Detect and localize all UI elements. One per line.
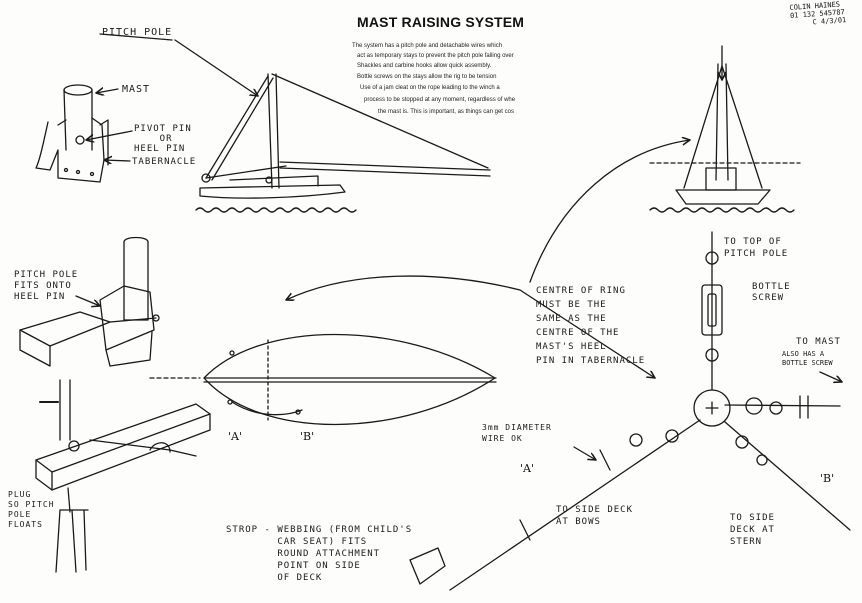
label-tabernacle: TABERNACLE [132, 157, 197, 167]
description-line: Use of a jam cleat on the rope leading t… [360, 85, 500, 91]
description-line: act as temporary stays to prevent the pi… [357, 53, 514, 59]
stay-ring-sketch [409, 231, 851, 591]
label-bottle-screw: BOTTLE SCREW [752, 282, 791, 303]
label-a-hull: 'A' [228, 430, 242, 443]
description-line: Bottle screws on the stays allow the rig… [357, 74, 497, 80]
deck-fitting-sketch [35, 379, 211, 573]
hull-plan-sketch [203, 333, 497, 426]
description-line: Shackles and carbine hooks allow quick a… [357, 63, 492, 69]
tabernacle-sketch [35, 84, 109, 183]
label-centre-of-ring: CENTRE OF RING MUST BE THE SAME AS THE C… [536, 286, 646, 366]
signature-mark: C [812, 18, 818, 27]
description-line: process to be stopped at any moment, reg… [364, 97, 516, 103]
label-also-bottle-screw: ALSO HAS A BOTTLE SCREW [782, 350, 833, 367]
label-a-wire: 'A' [520, 462, 534, 475]
label-pitch-pole-fits: PITCH POLE FITS ONTO HEEL PIN [14, 270, 79, 302]
heel-pin-sketch [19, 236, 160, 367]
description-line: the mast is. This is important, as thing… [378, 109, 514, 115]
label-b-hull: 'B' [300, 430, 315, 443]
signature: COLIN HAINES 01 132 545787 C 4/3/01 [789, 0, 846, 28]
label-mast: MAST [122, 84, 151, 95]
label-to-side-stern: TO SIDE DECK AT STERN [730, 513, 775, 547]
label-to-top-pitch-pole: TO TOP OF PITCH POLE [724, 237, 789, 259]
label-to-side-bows: TO SIDE DECK AT BOWS [556, 505, 634, 527]
label-strop: STROP - WEBBING (FROM CHILD'S CAR SEAT) … [226, 525, 413, 583]
diagram-title: MAST RAISING SYSTEM [357, 14, 525, 30]
boat-end-sketch [649, 45, 801, 213]
label-pitch-pole: PITCH POLE [102, 27, 173, 38]
boat-side-sketch [195, 73, 491, 213]
label-pivot-pin: PIVOT PIN OR HEEL PIN [134, 124, 192, 154]
label-wire: 3mm DIAMETER WIRE OK [482, 423, 552, 443]
label-b-wire: 'B' [820, 472, 835, 485]
description-line: The system has a pitch pole and detachab… [352, 43, 503, 49]
label-to-mast: TO MAST [796, 337, 841, 347]
label-plug: PLUG SO PITCH POLE FLOATS [8, 490, 55, 529]
